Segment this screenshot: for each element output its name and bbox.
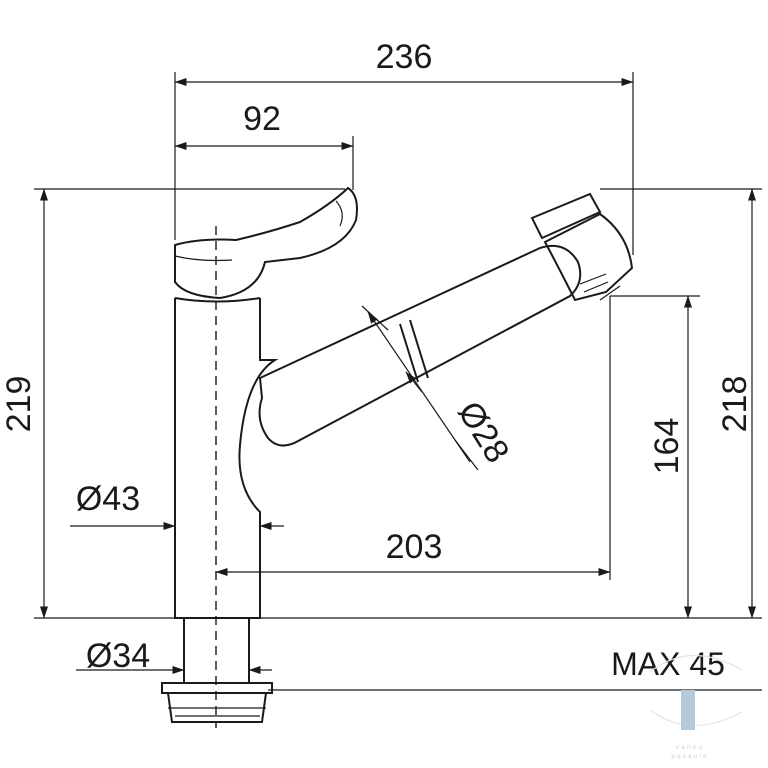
spray-head-cap (530, 192, 602, 240)
mounting-nut (161, 682, 273, 694)
faucet-outline (161, 186, 634, 728)
label-43: Ø43 (76, 480, 140, 518)
label-203: 203 (386, 528, 443, 566)
dimension-lines (40, 78, 756, 674)
label-92: 92 (243, 100, 281, 138)
label-164: 164 (648, 418, 686, 475)
watermark-logo: vannu pasaule (649, 654, 743, 760)
watermark-text-line2: pasaule (671, 753, 708, 760)
dimension-labels: 236 92 219 218 164 203 Ø43 Ø28 Ø34 MAX 4… (0, 38, 754, 682)
label-236: 236 (376, 38, 433, 76)
label-219: 219 (0, 376, 38, 433)
faucet-lever (174, 186, 358, 300)
extension-lines (34, 72, 762, 691)
label-28: Ø28 (450, 395, 516, 470)
spray-head (543, 212, 634, 302)
faucet-spout (258, 244, 582, 447)
dim-line-28 (367, 311, 471, 463)
watermark-text-line1: vannu (676, 744, 705, 751)
label-max-45: MAX 45 (611, 646, 725, 682)
label-34: Ø34 (86, 637, 150, 675)
label-218: 218 (716, 376, 754, 433)
watermark-bar (681, 690, 695, 730)
faucet-body (174, 298, 279, 619)
